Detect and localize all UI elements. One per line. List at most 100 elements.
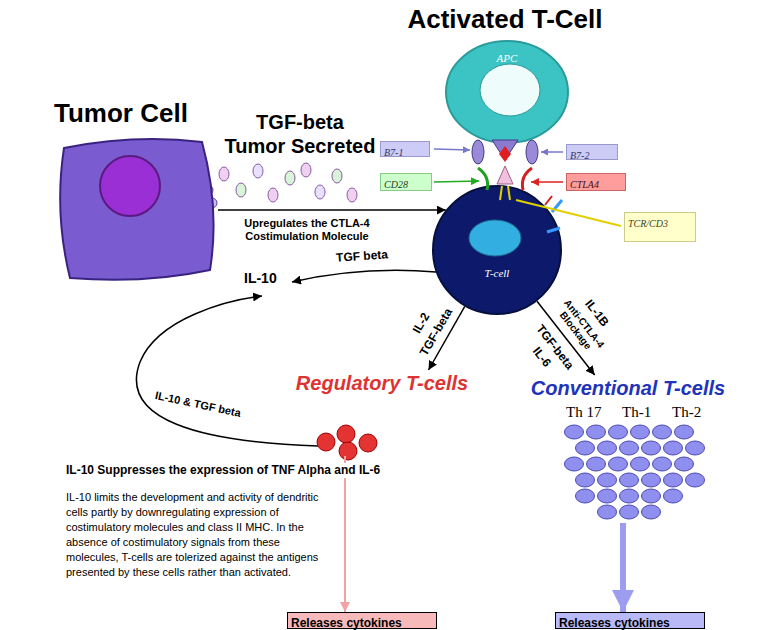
- subset-label: Th-1: [622, 404, 651, 421]
- synapse-molecules: [492, 140, 518, 160]
- conventional-cells: [576, 489, 595, 503]
- cell-nucleus: [480, 64, 540, 116]
- note-label: Upregulates the CTLA-4 Costimulation Mol…: [212, 217, 402, 243]
- conventional-cells: [653, 425, 672, 439]
- leader-arrows: [434, 149, 470, 150]
- synapse-molecules: [526, 140, 538, 164]
- connector-arrow: [620, 523, 626, 612]
- conventional-cells: [609, 425, 628, 439]
- molecule-tag: CTLA4: [566, 173, 626, 191]
- node-text: CD28: [381, 177, 408, 193]
- cytokine-label: IL-10: [244, 270, 277, 286]
- conventional-cells: [664, 489, 683, 503]
- leader-arrows: [516, 200, 621, 226]
- conventional-cells: [598, 489, 617, 503]
- cell-nucleus: [100, 156, 160, 216]
- conventional-cells: [675, 425, 694, 439]
- tgf-beta-arc: [292, 270, 436, 282]
- conventional-cells: [686, 441, 705, 455]
- molecule-tag: TCR/CD3: [624, 212, 696, 242]
- regulatory-cells: [317, 433, 335, 451]
- conventional-cells: [642, 505, 661, 519]
- molecule-tag: B7-2: [566, 144, 618, 160]
- conventional-cells: [609, 457, 628, 471]
- leader-arrows: [531, 181, 563, 183]
- conventional-cells: [631, 425, 650, 439]
- apc-cell: APC: [445, 40, 569, 144]
- synapse-molecules: [547, 200, 562, 232]
- node-text: Tumor Cell: [50, 98, 218, 129]
- conventional-cells: [565, 457, 584, 471]
- conventional-cells: [620, 473, 639, 487]
- regulatory-cells: [317, 425, 377, 460]
- synapse-molecules: [545, 196, 552, 205]
- node-text: Regulatory T-cells: [282, 370, 482, 395]
- tgf-beta-particles: [236, 183, 246, 197]
- conventional-cells: [565, 425, 584, 439]
- tgf-beta-particles: [315, 185, 325, 199]
- connector-arrow: [218, 209, 446, 211]
- synapse-molecules: [472, 140, 484, 164]
- conventional-cells: [598, 473, 617, 487]
- conventional-cells: [620, 505, 639, 519]
- t-cell-outline: [432, 185, 562, 315]
- leader-arrows: [434, 181, 479, 182]
- t-cell: T-cell: [432, 185, 562, 315]
- diagram-title: Activated T-Cell: [380, 4, 630, 35]
- output-box: Releases cytokines: [287, 612, 437, 629]
- tgf-beta-particles: [268, 188, 278, 202]
- conventional-cells: [598, 505, 617, 519]
- subset-label: Th-2: [672, 404, 701, 421]
- node-text: Releases cytokines: [288, 616, 402, 630]
- node-text: T-cell: [432, 185, 562, 279]
- conventional-cells: [642, 473, 661, 487]
- tgf-beta-particles: [219, 163, 357, 202]
- secretion-label: TGF-beta Tumor Secreted: [213, 110, 387, 158]
- node-text: Conventional T-cells: [522, 375, 734, 400]
- leader-arrows: [541, 151, 563, 153]
- node-text: APC: [445, 40, 569, 64]
- conventional-cells: [620, 489, 639, 503]
- conventional-cells: [576, 441, 595, 455]
- cell-nucleus: [469, 220, 521, 256]
- tgf-beta-particles: [285, 171, 295, 185]
- regulatory-cells: [359, 434, 377, 452]
- conventional-cells: [631, 457, 650, 471]
- feedback-curve: [136, 296, 318, 446]
- node-text: B7-1: [381, 146, 403, 160]
- note-paragraph: IL-10 limits the development and activit…: [66, 490, 328, 580]
- tgf-beta-particles: [347, 188, 357, 202]
- tgf-beta-particles: [301, 163, 311, 177]
- node-text: B7-2: [567, 149, 589, 163]
- tgf-beta-particles: [332, 169, 342, 183]
- node-text: CTLA4: [567, 177, 599, 193]
- molecule-tag: CD28: [380, 173, 432, 191]
- regulatory-cells: [339, 442, 357, 460]
- conventional-cells: [620, 441, 639, 455]
- conventional-cells: [642, 489, 661, 503]
- conventional-cells: [675, 457, 694, 471]
- conventional-cells: [587, 425, 606, 439]
- conventional-cells: [642, 441, 661, 455]
- conventional-cells: [653, 457, 672, 471]
- synapse-molecules: [497, 166, 513, 184]
- cell-membrane: [446, 41, 568, 143]
- synapse-molecules: [472, 140, 562, 232]
- conventional-cells: [565, 425, 705, 519]
- conventional-cells: [587, 457, 606, 471]
- conventional-cells: [664, 441, 683, 455]
- tumor-cell: Tumor Cell: [50, 98, 218, 285]
- output-box: Releases cytokines: [555, 612, 705, 629]
- synapse-molecules: [478, 168, 488, 190]
- leader-arrows: [434, 149, 621, 226]
- synapse-molecules: [500, 186, 510, 200]
- synapse-molecules: [499, 146, 511, 162]
- conventional-cells: [576, 473, 595, 487]
- tgf-beta-particles: [253, 164, 263, 178]
- node-text: TCR/CD3: [625, 217, 668, 231]
- molecule-tag: B7-1: [380, 141, 430, 157]
